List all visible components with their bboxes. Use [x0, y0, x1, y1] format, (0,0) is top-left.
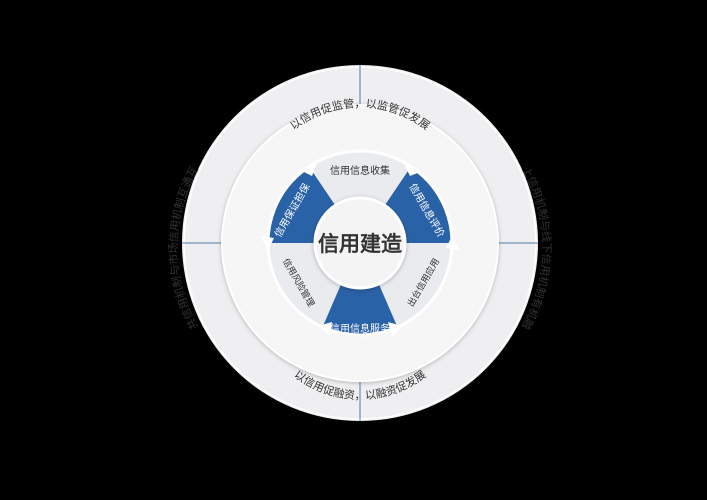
center-title: 信用建造: [318, 232, 403, 256]
inner-ring-outline: [266, 149, 454, 337]
label-credit-collection: 信用信息收集: [330, 164, 390, 177]
segment-credit-service: [323, 282, 397, 334]
outer-left-text: 公共信用机制与市场信用机制互通互动: [0, 0, 201, 332]
center-circle: [313, 196, 407, 290]
label-credit-service: 信用信息服务: [330, 322, 390, 335]
